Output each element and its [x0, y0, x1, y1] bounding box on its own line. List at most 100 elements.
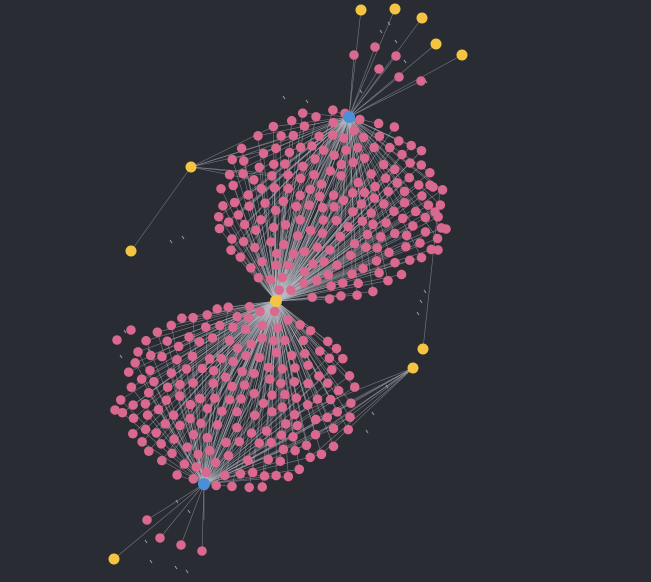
record-node[interactable] [405, 158, 415, 168]
record-node[interactable] [240, 324, 251, 335]
record-node[interactable] [253, 131, 263, 141]
record-node[interactable] [280, 219, 291, 230]
record-node[interactable] [428, 182, 438, 192]
record-node[interactable] [301, 440, 312, 451]
record-node[interactable] [366, 208, 377, 218]
record-node[interactable] [366, 169, 376, 179]
record-node[interactable] [332, 407, 343, 417]
record-node[interactable] [166, 368, 177, 378]
record-node[interactable] [151, 428, 162, 438]
record-node[interactable] [143, 388, 154, 398]
record-node[interactable] [254, 162, 265, 173]
record-node[interactable] [286, 115, 297, 126]
record-node[interactable] [179, 459, 190, 469]
attribute-node[interactable] [407, 362, 419, 374]
record-node[interactable] [221, 437, 231, 448]
record-node[interactable] [284, 147, 295, 158]
record-node[interactable] [207, 333, 218, 343]
record-node[interactable] [243, 313, 254, 323]
record-node[interactable] [295, 190, 305, 201]
record-node[interactable] [336, 291, 346, 301]
record-node[interactable] [283, 183, 294, 194]
attribute-node[interactable] [125, 245, 137, 257]
record-node[interactable] [269, 182, 280, 193]
record-node[interactable] [246, 263, 256, 273]
record-node[interactable] [335, 231, 345, 242]
record-node[interactable] [196, 418, 206, 429]
record-node[interactable] [406, 140, 417, 151]
record-node[interactable] [228, 180, 238, 191]
record-node[interactable] [290, 445, 300, 456]
record-node[interactable] [281, 419, 291, 429]
record-node[interactable] [283, 471, 294, 482]
record-node[interactable] [278, 196, 289, 207]
record-node[interactable] [331, 343, 342, 354]
record-node[interactable] [416, 160, 427, 170]
record-node[interactable] [224, 394, 235, 405]
record-node[interactable] [218, 201, 228, 211]
record-node[interactable] [339, 133, 349, 143]
record-node[interactable] [317, 202, 328, 213]
record-node[interactable] [243, 455, 253, 466]
record-node[interactable] [232, 343, 243, 353]
record-node[interactable] [404, 255, 415, 266]
record-node[interactable] [370, 181, 380, 192]
record-node[interactable] [227, 381, 237, 392]
record-node[interactable] [392, 178, 403, 188]
record-node[interactable] [286, 350, 297, 361]
record-node[interactable] [157, 455, 167, 466]
record-node[interactable] [191, 462, 202, 472]
record-node[interactable] [217, 406, 227, 417]
record-node[interactable] [394, 72, 404, 82]
record-node[interactable] [361, 242, 371, 253]
record-node[interactable] [224, 169, 235, 180]
record-node[interactable] [324, 245, 335, 255]
record-node[interactable] [348, 157, 358, 168]
record-node[interactable] [283, 315, 293, 325]
record-node[interactable] [423, 200, 434, 210]
record-node[interactable] [389, 206, 399, 217]
record-node[interactable] [283, 170, 293, 180]
record-node[interactable] [295, 320, 305, 330]
record-node[interactable] [325, 166, 336, 176]
record-node[interactable] [182, 442, 193, 452]
record-node[interactable] [437, 185, 448, 195]
record-node[interactable] [298, 278, 309, 288]
record-node[interactable] [291, 201, 302, 212]
record-node[interactable] [280, 159, 290, 169]
record-node[interactable] [298, 161, 308, 172]
record-node[interactable] [200, 322, 211, 332]
record-node[interactable] [232, 406, 242, 417]
record-node[interactable] [441, 224, 451, 234]
record-node[interactable] [256, 214, 266, 225]
record-node[interactable] [314, 131, 324, 142]
record-node[interactable] [257, 482, 268, 492]
record-node[interactable] [294, 464, 305, 475]
record-node[interactable] [243, 190, 254, 200]
record-node[interactable] [271, 248, 282, 259]
record-node[interactable] [316, 449, 327, 460]
record-node[interactable] [298, 335, 309, 346]
record-node[interactable] [425, 167, 435, 178]
record-node[interactable] [383, 275, 393, 286]
record-node[interactable] [292, 420, 303, 431]
record-node[interactable] [324, 353, 335, 364]
record-node[interactable] [349, 50, 359, 60]
record-node[interactable] [167, 448, 177, 459]
record-node[interactable] [204, 445, 215, 456]
record-node[interactable] [202, 403, 213, 414]
record-node[interactable] [258, 398, 269, 409]
record-node[interactable] [378, 159, 389, 170]
record-node[interactable] [162, 336, 173, 346]
record-node[interactable] [271, 470, 281, 481]
record-node[interactable] [371, 256, 382, 266]
record-node[interactable] [420, 212, 431, 223]
record-node[interactable] [324, 294, 335, 304]
record-node[interactable] [277, 272, 288, 283]
record-node[interactable] [346, 398, 356, 408]
record-node[interactable] [265, 274, 276, 285]
record-node[interactable] [300, 348, 310, 359]
record-node[interactable] [169, 434, 179, 445]
record-node[interactable] [328, 190, 339, 201]
